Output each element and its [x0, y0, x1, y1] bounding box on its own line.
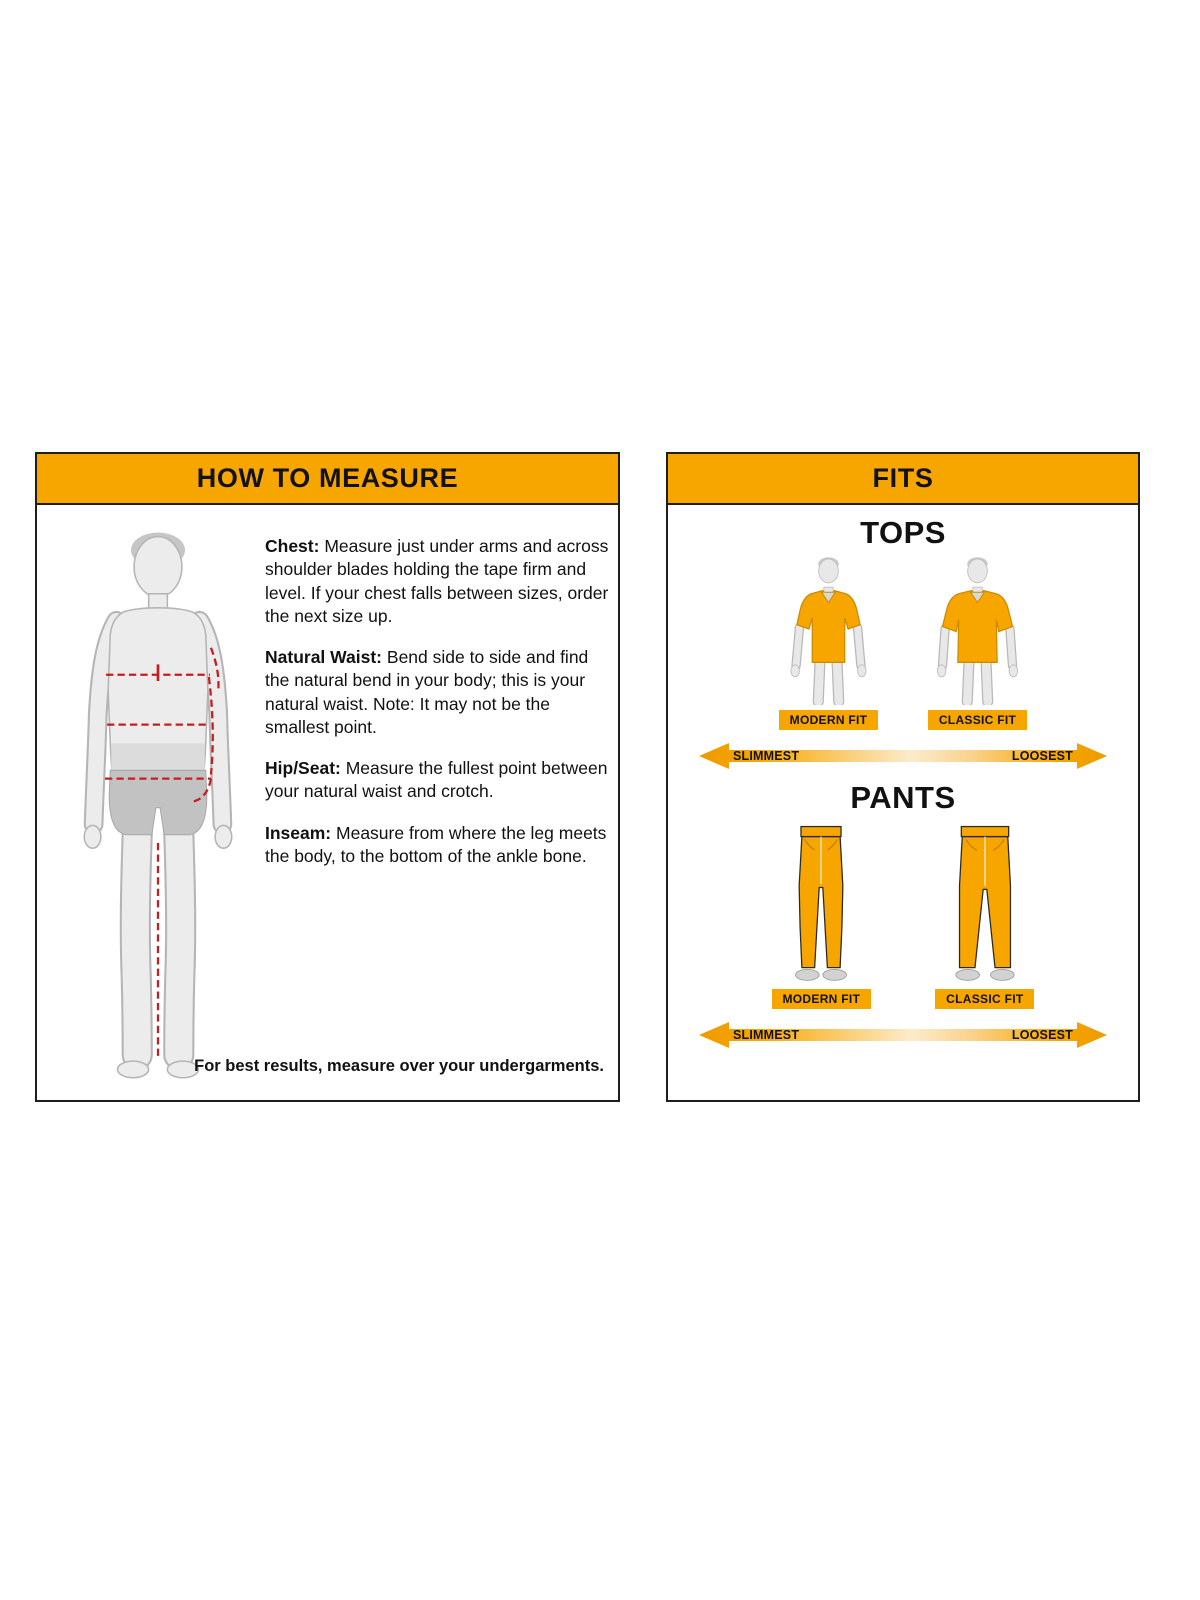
modern-fit-pants-icon [795, 825, 848, 981]
measure-footnote: For best results, measure over your unde… [194, 1057, 604, 1075]
pants-fit-range-arrow [699, 1022, 1107, 1048]
how-to-measure-title: HOW TO MEASURE [196, 463, 459, 493]
classic-shirt-shape [941, 589, 1014, 663]
left-pocket-line [965, 839, 977, 851]
figure-right-foot [166, 1060, 200, 1079]
tops-figures-row: MODERN FIT [668, 553, 1138, 730]
modern-fit-top-icon [790, 557, 867, 705]
side-tape-line [207, 676, 214, 775]
fits-header: FITS [666, 452, 1140, 505]
measure-section-label: Chest: [265, 536, 320, 556]
tops-heading: TOPS [860, 515, 946, 550]
pants-fit-range: SLIMMEST LOOSEST [699, 1021, 1107, 1049]
modern-fit-top-label: MODERN FIT [778, 710, 879, 730]
figure-head [133, 535, 183, 598]
measure-section-text: Measure the fullest point between your n… [265, 758, 608, 802]
measurement-figure [53, 519, 263, 1085]
left-shoe [955, 968, 980, 981]
measure-section-text: Bend side to side and find the natural b… [265, 647, 589, 737]
measure-section-hip-seat: Hip/Seat: Measure the fullest point betw… [265, 757, 609, 804]
measure-section-inseam: Inseam: Measure from where the leg meets… [265, 822, 609, 869]
figure-left-hand [83, 824, 102, 849]
classic-fit-pants-icon [955, 825, 1015, 981]
classic-fit-top-label: CLASSIC FIT [927, 710, 1028, 730]
v-neck [820, 591, 837, 604]
right-shoe [989, 968, 1015, 981]
v-neck [969, 591, 986, 604]
measure-instructions: Chest: Measure just under arms and acros… [265, 535, 609, 886]
modern-fit-pants-label: MODERN FIT [771, 989, 872, 1009]
pants-loosest-label: LOOSEST [1011, 1028, 1073, 1042]
chest-tape-around-arm-line [209, 647, 220, 692]
measure-section-label: Natural Waist: [265, 647, 383, 668]
modern-pants-shape [798, 835, 844, 969]
how-to-measure-body: Chest: Measure just under arms and acros… [35, 505, 620, 1102]
classic-pants-shape [958, 835, 1011, 969]
classic-fit-pants: CLASSIC FIT [935, 822, 1035, 1009]
hip-curve-line [192, 778, 213, 803]
tops-slimmest-label: SLIMMEST [733, 749, 800, 763]
right-pocket-line [827, 839, 839, 851]
pants-heading: PANTS [850, 780, 956, 815]
modern-shirt-shape [796, 589, 861, 663]
figure-right-hand [214, 824, 233, 849]
tops-fit-range: SLIMMEST LOOSEST [699, 742, 1107, 770]
fits-panel: FITS TOPS [666, 452, 1140, 1102]
measure-section-text: Measure just under arms and across shoul… [265, 536, 609, 626]
modern-fit-top: MODERN FIT [773, 553, 884, 730]
measure-section-text: Measure from where the leg meets the bod… [265, 822, 607, 866]
measure-section-label: Inseam: [265, 822, 332, 843]
tops-fit-range-arrow [699, 743, 1107, 769]
classic-fit-top: CLASSIC FIT [922, 553, 1033, 730]
classic-fit-pants-label: CLASSIC FIT [935, 989, 1035, 1009]
waistband [960, 825, 1010, 838]
how-to-measure-header: HOW TO MEASURE [35, 452, 620, 505]
right-pocket-line [992, 839, 1005, 851]
left-pocket-line [804, 839, 816, 851]
body-measurement-figure-illustration [83, 532, 233, 1079]
modern-fit-pants: MODERN FIT [771, 822, 872, 1009]
pants-figures-row: MODERN FIT CLASSIC FIT [668, 822, 1138, 1009]
measure-section-label: Hip/Seat: [265, 758, 341, 779]
measure-section-chest: Chest: Measure just under arms and acros… [265, 535, 609, 628]
figure-waist-band [111, 743, 205, 771]
measure-section-natural-waist: Natural Waist: Bend side to side and fin… [265, 646, 609, 739]
figure-shorts [108, 769, 208, 836]
figure-left-foot [116, 1060, 150, 1079]
fits-body: TOPS [666, 505, 1140, 1102]
fits-title: FITS [872, 463, 934, 493]
left-shoe [795, 968, 820, 981]
pants-slimmest-label: SLIMMEST [733, 1028, 800, 1042]
classic-fit-top-icon [936, 557, 1019, 705]
waistband [800, 825, 842, 838]
how-to-measure-panel: HOW TO MEASURE [35, 452, 620, 1102]
right-shoe [822, 968, 848, 981]
tops-loosest-label: LOOSEST [1011, 749, 1073, 763]
